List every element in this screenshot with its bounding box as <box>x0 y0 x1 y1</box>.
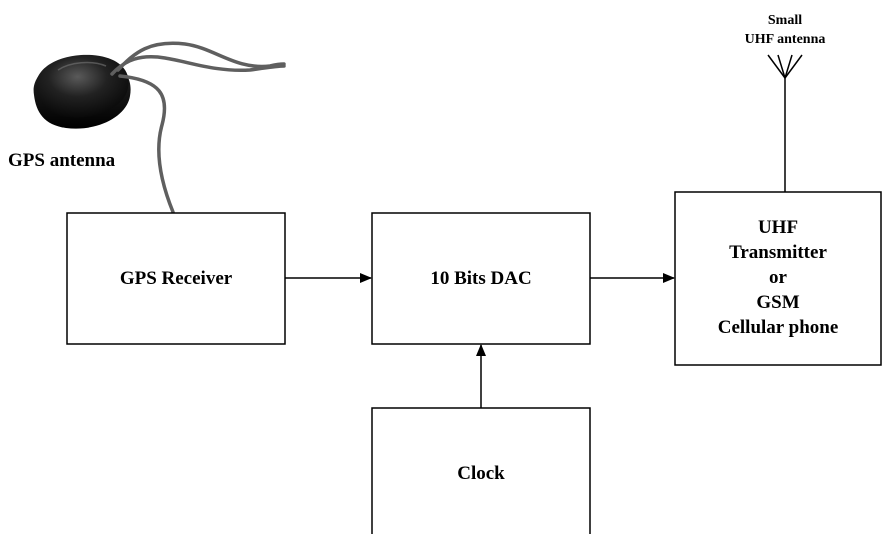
clock-line-1: Clock <box>457 463 505 484</box>
uhf-antenna-icon <box>767 54 803 192</box>
small-uhf-antenna-line-1: Small <box>767 13 803 28</box>
small-uhf-antenna-label: Small UHF antenna <box>720 11 850 49</box>
clock-label: Clock <box>372 461 590 486</box>
dac-block <box>371 212 591 345</box>
gps-receiver-line-1: GPS Receiver <box>119 268 233 289</box>
small-uhf-antenna-line-2: UHF antenna <box>744 32 826 47</box>
gps-antenna-cable <box>110 41 286 214</box>
gps-receiver-block <box>66 212 286 345</box>
transmitter-label: UHF Transmitter or GSM Cellular phone <box>675 215 881 340</box>
gps-antenna-icon <box>33 54 131 129</box>
transmitter-block <box>674 191 882 366</box>
transmitter-line-2: Transmitter <box>729 242 827 263</box>
dac-line-1: 10 Bits DAC <box>430 268 532 289</box>
transmitter-line-4: GSM <box>756 292 800 313</box>
transmitter-line-1: UHF <box>757 217 799 238</box>
gps-receiver-label: GPS Receiver <box>67 266 285 291</box>
dac-label: 10 Bits DAC <box>372 266 590 291</box>
gps-antenna-label: GPS antenna <box>8 150 116 171</box>
transmitter-line-5: Cellular phone <box>717 317 839 338</box>
transmitter-line-3: or <box>769 267 787 288</box>
